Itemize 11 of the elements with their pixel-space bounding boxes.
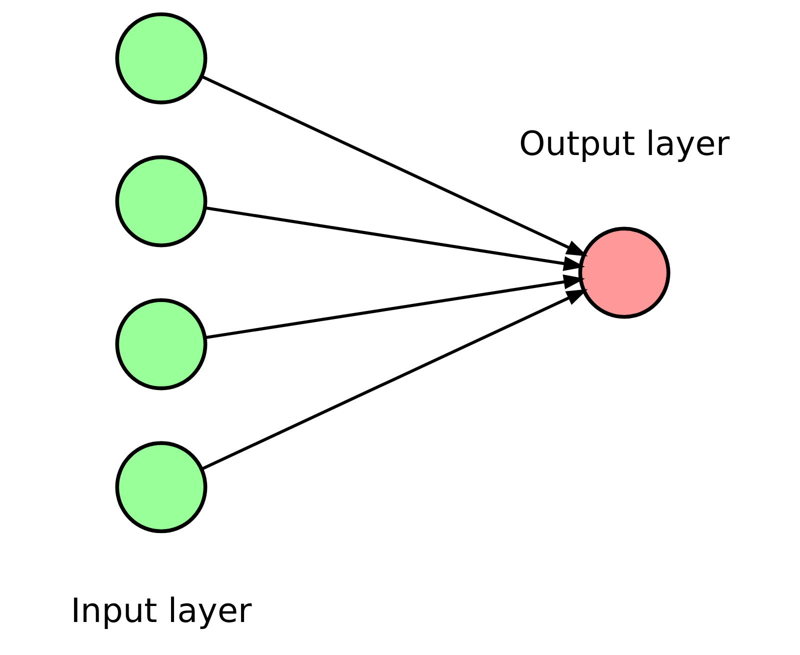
label: Output layer xyxy=(518,124,730,164)
node-circle xyxy=(578,226,670,319)
node-circle xyxy=(115,12,208,104)
node-circle xyxy=(115,155,208,248)
arrow xyxy=(200,75,588,256)
node-circle xyxy=(115,298,208,390)
label: Input layer xyxy=(70,590,252,630)
arrow xyxy=(200,289,588,470)
arrow xyxy=(205,206,585,271)
arrow xyxy=(205,274,585,340)
node-circle xyxy=(115,441,208,534)
